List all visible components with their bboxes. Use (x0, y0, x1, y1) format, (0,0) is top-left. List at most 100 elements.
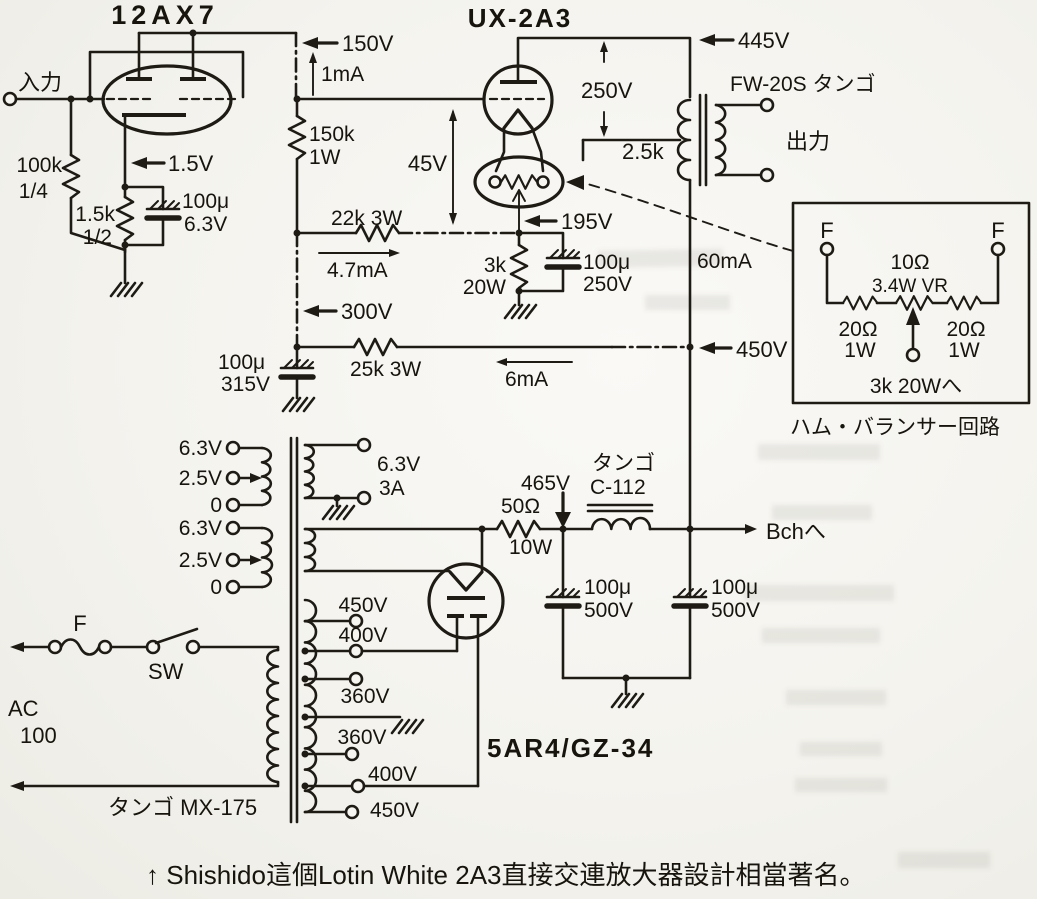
tube-label-ux2a3: UX-2A3 (468, 3, 572, 33)
150v-arrow (302, 37, 339, 49)
cathode-capacitor-250v (547, 250, 579, 267)
250v-measure-arrow (600, 41, 608, 137)
r150k-value: 150k (309, 123, 355, 146)
c1-volt: 6.3V (184, 213, 227, 236)
tube-label-12ax7: 12AX7 (111, 0, 219, 30)
hb-rleft-watt: 1W (844, 339, 876, 362)
schematic-labels: 12AX7 UX-2A3 5AR4/GZ-34 入力 出力 FW-20S タンゴ… (8, 0, 1005, 890)
pt-name-label: タンゴ MX-175 (108, 795, 257, 820)
i6ma-label: 6mA (505, 368, 548, 391)
choke-model-label: C-112 (590, 476, 646, 499)
hv-400-top: 400V (338, 624, 387, 647)
v150-label: 150V (342, 31, 394, 56)
sec1-0: 0 (210, 494, 222, 517)
driver-network (281, 37, 689, 413)
preamp-stage-12ax7 (2, 29, 486, 298)
hb-f-left: F (820, 218, 833, 243)
output-transformer-fw20s (676, 34, 775, 531)
6ma-current-arrow (496, 358, 573, 366)
output-label: 出力 (786, 129, 830, 154)
ac-label: AC (8, 696, 39, 721)
r1k5-value: 1.5k (75, 203, 115, 226)
fuse-terminal-left (47, 639, 63, 655)
pointer-curve-to-filament (566, 175, 794, 252)
ground-symbol (321, 504, 356, 521)
1ma-current-arrow (309, 52, 317, 96)
c3-value: 100μ (218, 351, 265, 374)
r3k-value: 3k (484, 254, 507, 277)
b-supply-arrow (688, 524, 757, 534)
filter-capacitor-2 (674, 589, 706, 606)
ac-value: 100 (20, 723, 57, 748)
fuse-element (59, 638, 101, 656)
sec1-6.3v: 6.3V (179, 437, 222, 460)
hb-rright-watt: 1W (948, 339, 980, 362)
rectifier-filter-section (427, 491, 757, 788)
c1-value: 100μ (182, 190, 229, 213)
i4_7ma-label: 4.7mA (327, 259, 388, 282)
hb-caption: ハム・バランサー回路 (790, 416, 1000, 439)
hv-450-bottom: 450V (370, 799, 419, 822)
450v-arrow (699, 342, 733, 354)
r1k5-watt: 1/2 (83, 226, 112, 249)
r25k-label: 25k 3W (350, 358, 421, 381)
r50-value: 50Ω (501, 495, 540, 518)
300v-arrow (303, 305, 338, 317)
195v-arrow (524, 215, 558, 227)
hum-balancer-inset (566, 175, 1031, 405)
hb-rleft-value: 20Ω (838, 318, 877, 341)
hv-360-top: 360V (340, 685, 389, 708)
4.7ma-current-arrow (318, 249, 400, 257)
filter-choke-c112 (561, 503, 692, 531)
ground-symbol (390, 718, 425, 735)
sec2-2.5v: 2.5V (179, 549, 222, 572)
heater-volt: 6.3V (377, 453, 420, 476)
r50-watt: 10W (509, 536, 552, 559)
ground-symbol (503, 303, 538, 320)
hb-f-right: F (991, 218, 1004, 243)
hb-to-3k: 3k 20Wへ (870, 375, 962, 398)
v250-label: 250V (581, 78, 633, 103)
potentiometer-wiper (906, 307, 920, 325)
v195-label: 195V (561, 209, 613, 234)
bias-voltage-arrow (131, 157, 166, 169)
tube-label-5ar4: 5AR4/GZ-34 (487, 733, 654, 763)
bias-label: 1.5V (168, 151, 214, 176)
v465-label: 465V (521, 472, 570, 495)
445v-arrow (699, 34, 735, 46)
i1ma-label: 1mA (321, 63, 364, 86)
switch-blade (154, 627, 199, 645)
heater-amp: 3A (379, 477, 405, 500)
input-terminal (2, 91, 18, 107)
b-supply-label: Bchへ (766, 519, 826, 544)
fuse-terminal-right (97, 639, 113, 655)
v300-label: 300V (341, 299, 393, 324)
decoupling-capacitor-315v (281, 360, 313, 377)
ground-symbol (610, 692, 645, 709)
r150k-watt: 1W (309, 146, 341, 169)
45v-measure-arrow (449, 109, 457, 225)
cathode-bypass-capacitor (147, 201, 179, 218)
v450-label: 450V (736, 337, 788, 362)
i60ma-label: 60mA (697, 250, 752, 273)
5ar4-tube-envelope (427, 562, 505, 640)
465v-arrow (555, 491, 571, 528)
c5-volt: 500V (711, 599, 760, 622)
hv-360-bottom: 360V (337, 726, 386, 749)
hb-pot-label: 10Ω (890, 251, 929, 274)
fuse-label: F (73, 611, 86, 636)
primary-load-label: 2.5k (622, 139, 665, 164)
switch-label: SW (148, 659, 184, 684)
switch-contact-right (185, 639, 201, 655)
sec1-2.5v: 2.5V (179, 467, 222, 490)
c5-value: 100μ (711, 576, 758, 599)
opt-name-label: FW-20S タンゴ (730, 73, 875, 96)
input-label: 入力 (18, 70, 62, 95)
r3k-watt: 20W (463, 276, 506, 299)
c3-volt: 315V (221, 373, 270, 396)
v445-label: 445V (738, 28, 790, 53)
filter-capacitor-1 (547, 589, 579, 606)
c4-value: 100μ (584, 576, 631, 599)
